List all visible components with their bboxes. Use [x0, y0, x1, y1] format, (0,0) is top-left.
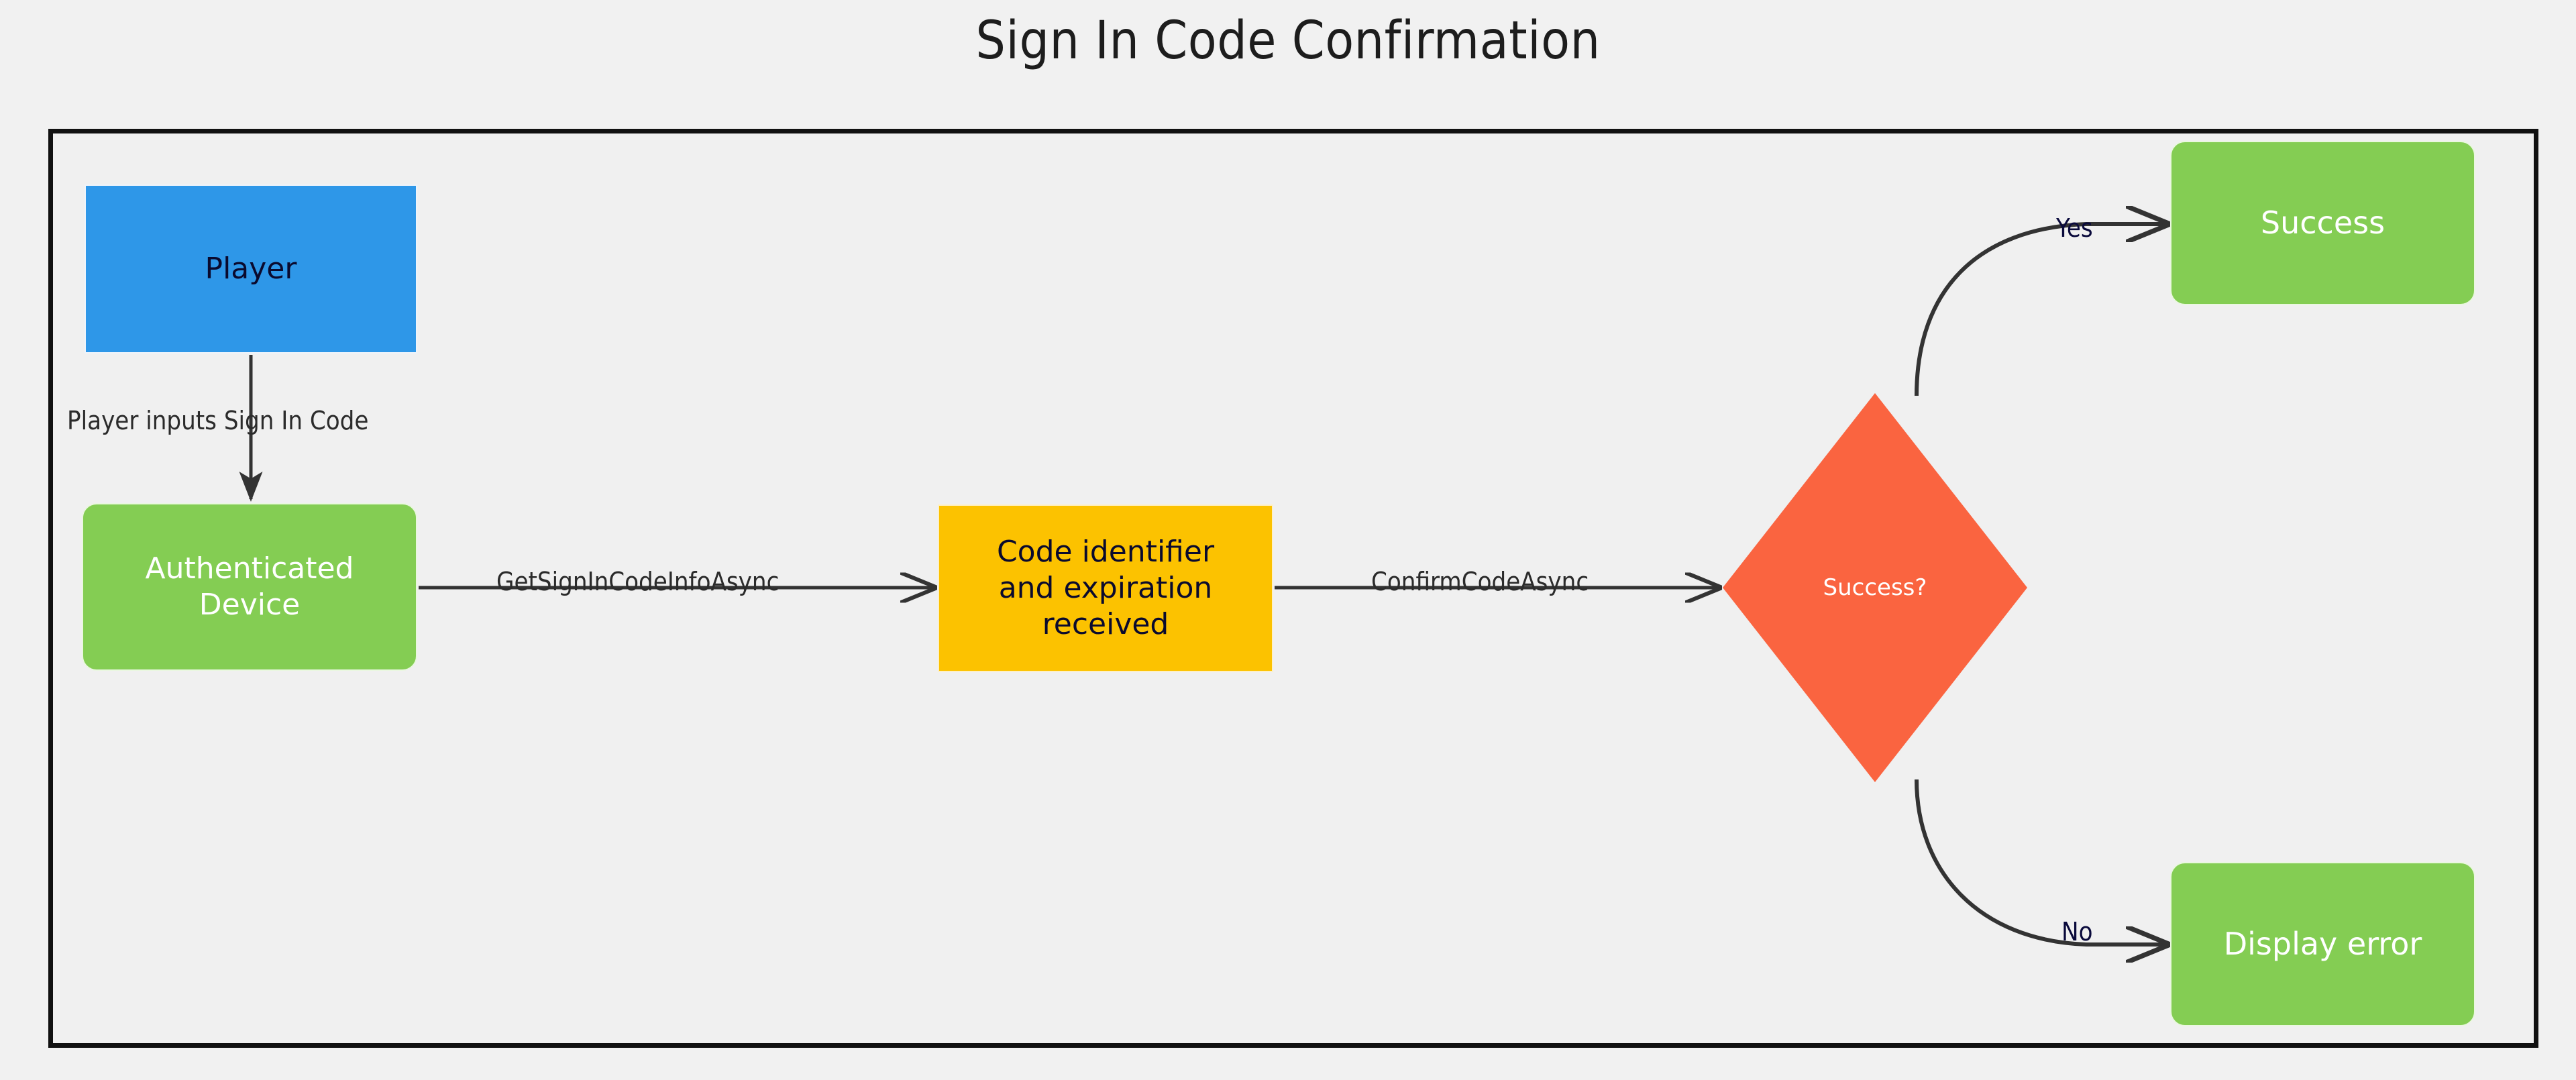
- edge-label-get-sign-in-code-info-async: GetSignInCodeInfoAsync: [496, 567, 780, 596]
- node-authenticated-device-line1: Authenticated: [145, 551, 354, 586]
- diamond-shape: [1723, 393, 2027, 782]
- edge-label-confirm-code-async: ConfirmCodeAsync: [1371, 567, 1589, 596]
- node-display-error[interactable]: Display error: [2170, 862, 2475, 1026]
- page-title: Sign In Code Confirmation: [975, 11, 1601, 71]
- node-success-decision[interactable]: Success?: [1723, 393, 2027, 782]
- node-code-line3: received: [1042, 606, 1169, 641]
- node-code-identifier-label: Code identifier and expiration received: [997, 534, 1214, 642]
- node-success-label: Success: [2260, 205, 2385, 241]
- node-success-decision-label: Success?: [1823, 574, 1927, 601]
- node-authenticated-device[interactable]: Authenticated Device: [82, 503, 417, 671]
- node-code-identifier-received[interactable]: Code identifier and expiration received: [938, 504, 1273, 672]
- node-code-line1: Code identifier: [996, 535, 1215, 570]
- node-code-line2: and expiration: [998, 571, 1213, 606]
- node-display-error-label: Display error: [2223, 926, 2422, 963]
- edge-label-no: No: [2061, 917, 2093, 947]
- flowchart-frame: [48, 129, 2538, 1048]
- edge-label-yes: Yes: [2056, 213, 2093, 243]
- node-authenticated-device-label: Authenticated Device: [146, 551, 354, 623]
- edge-label-player-inputs-sign-in-code: Player inputs Sign In Code: [67, 406, 369, 435]
- node-success[interactable]: Success: [2170, 141, 2475, 305]
- node-player[interactable]: Player: [85, 184, 417, 354]
- node-authenticated-device-line2: Device: [199, 588, 301, 622]
- node-player-label: Player: [205, 252, 297, 286]
